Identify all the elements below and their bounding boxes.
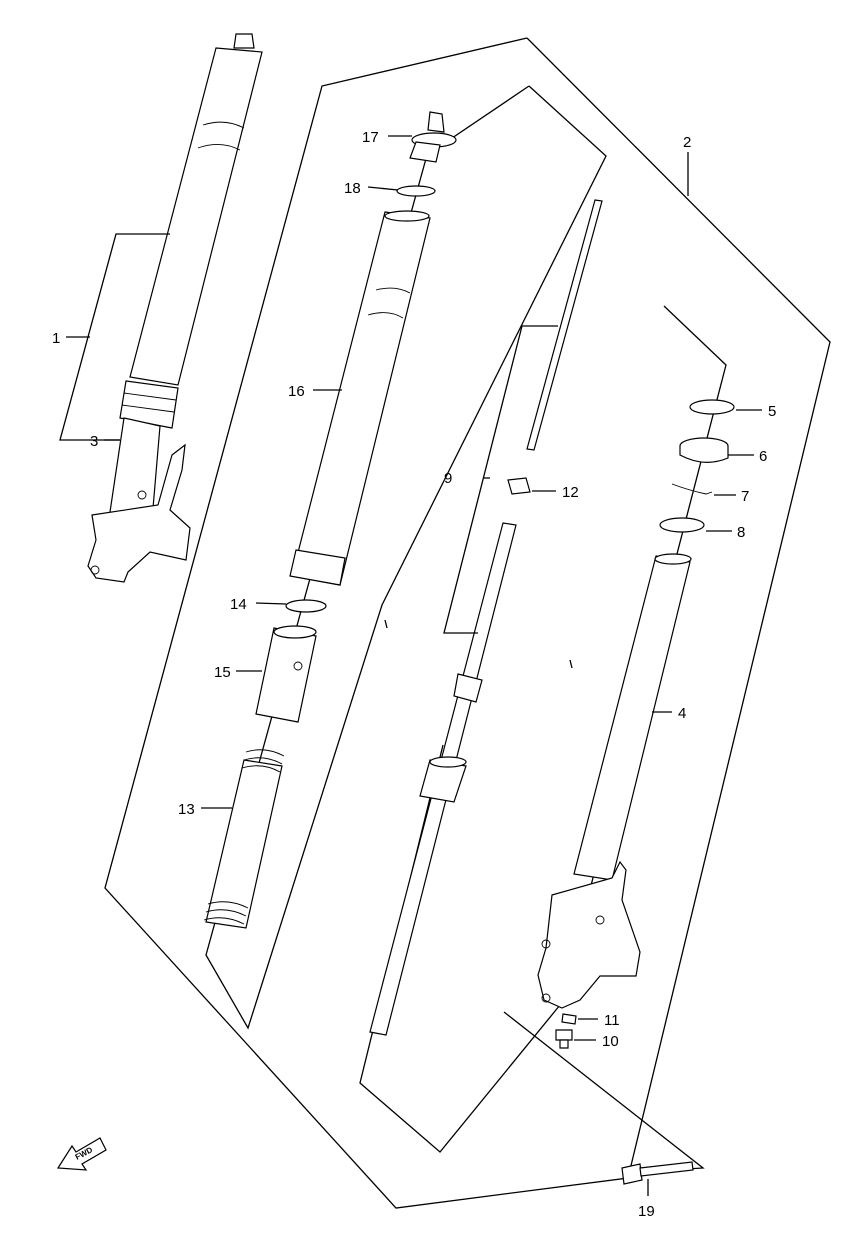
drain-bolt	[555, 1029, 573, 1049]
callout-10: 10	[602, 1033, 619, 1050]
callout-4: 4	[678, 705, 686, 722]
inner-tube	[537, 553, 692, 1009]
spring-collar	[255, 625, 317, 723]
damper-rod	[369, 199, 603, 1036]
callout-13: 13	[178, 801, 195, 818]
inner-panel-right	[359, 305, 727, 1153]
callout-15: 15	[214, 664, 231, 681]
callout-2: 2	[683, 134, 691, 151]
callout-5: 5	[768, 403, 776, 420]
callout-19: 19	[638, 1203, 655, 1220]
bracket-9	[443, 325, 558, 634]
callout-3: 3	[90, 433, 98, 450]
callout-18: 18	[344, 180, 361, 197]
callout-8: 8	[737, 524, 745, 541]
axle-pinch-bolt	[621, 1161, 694, 1185]
oil-seal	[679, 437, 729, 463]
fork-spring	[203, 749, 285, 929]
callout-7: 7	[741, 488, 749, 505]
callout-9: 9	[444, 470, 452, 487]
o-ring	[396, 185, 436, 197]
callout-12: 12	[562, 484, 579, 501]
assembly-outline	[104, 37, 831, 1209]
callout-1: 1	[52, 330, 60, 347]
callout-6: 6	[759, 448, 767, 465]
snap-ring	[671, 483, 713, 495]
callout-14: 14	[230, 596, 247, 613]
gasket	[561, 1013, 577, 1025]
fork-assembly-left	[87, 33, 263, 583]
ring-14	[285, 599, 327, 613]
fwd-arrow-icon: FWD	[56, 1137, 107, 1171]
outer-tube	[289, 210, 431, 586]
callout-11: 11	[604, 1012, 620, 1029]
guide-bush	[659, 517, 705, 533]
lock-nut	[507, 477, 531, 495]
dust-seal	[689, 399, 735, 415]
callout-16: 16	[288, 383, 305, 400]
callout-17: 17	[362, 129, 379, 146]
fork-cap-bolt	[409, 111, 457, 163]
